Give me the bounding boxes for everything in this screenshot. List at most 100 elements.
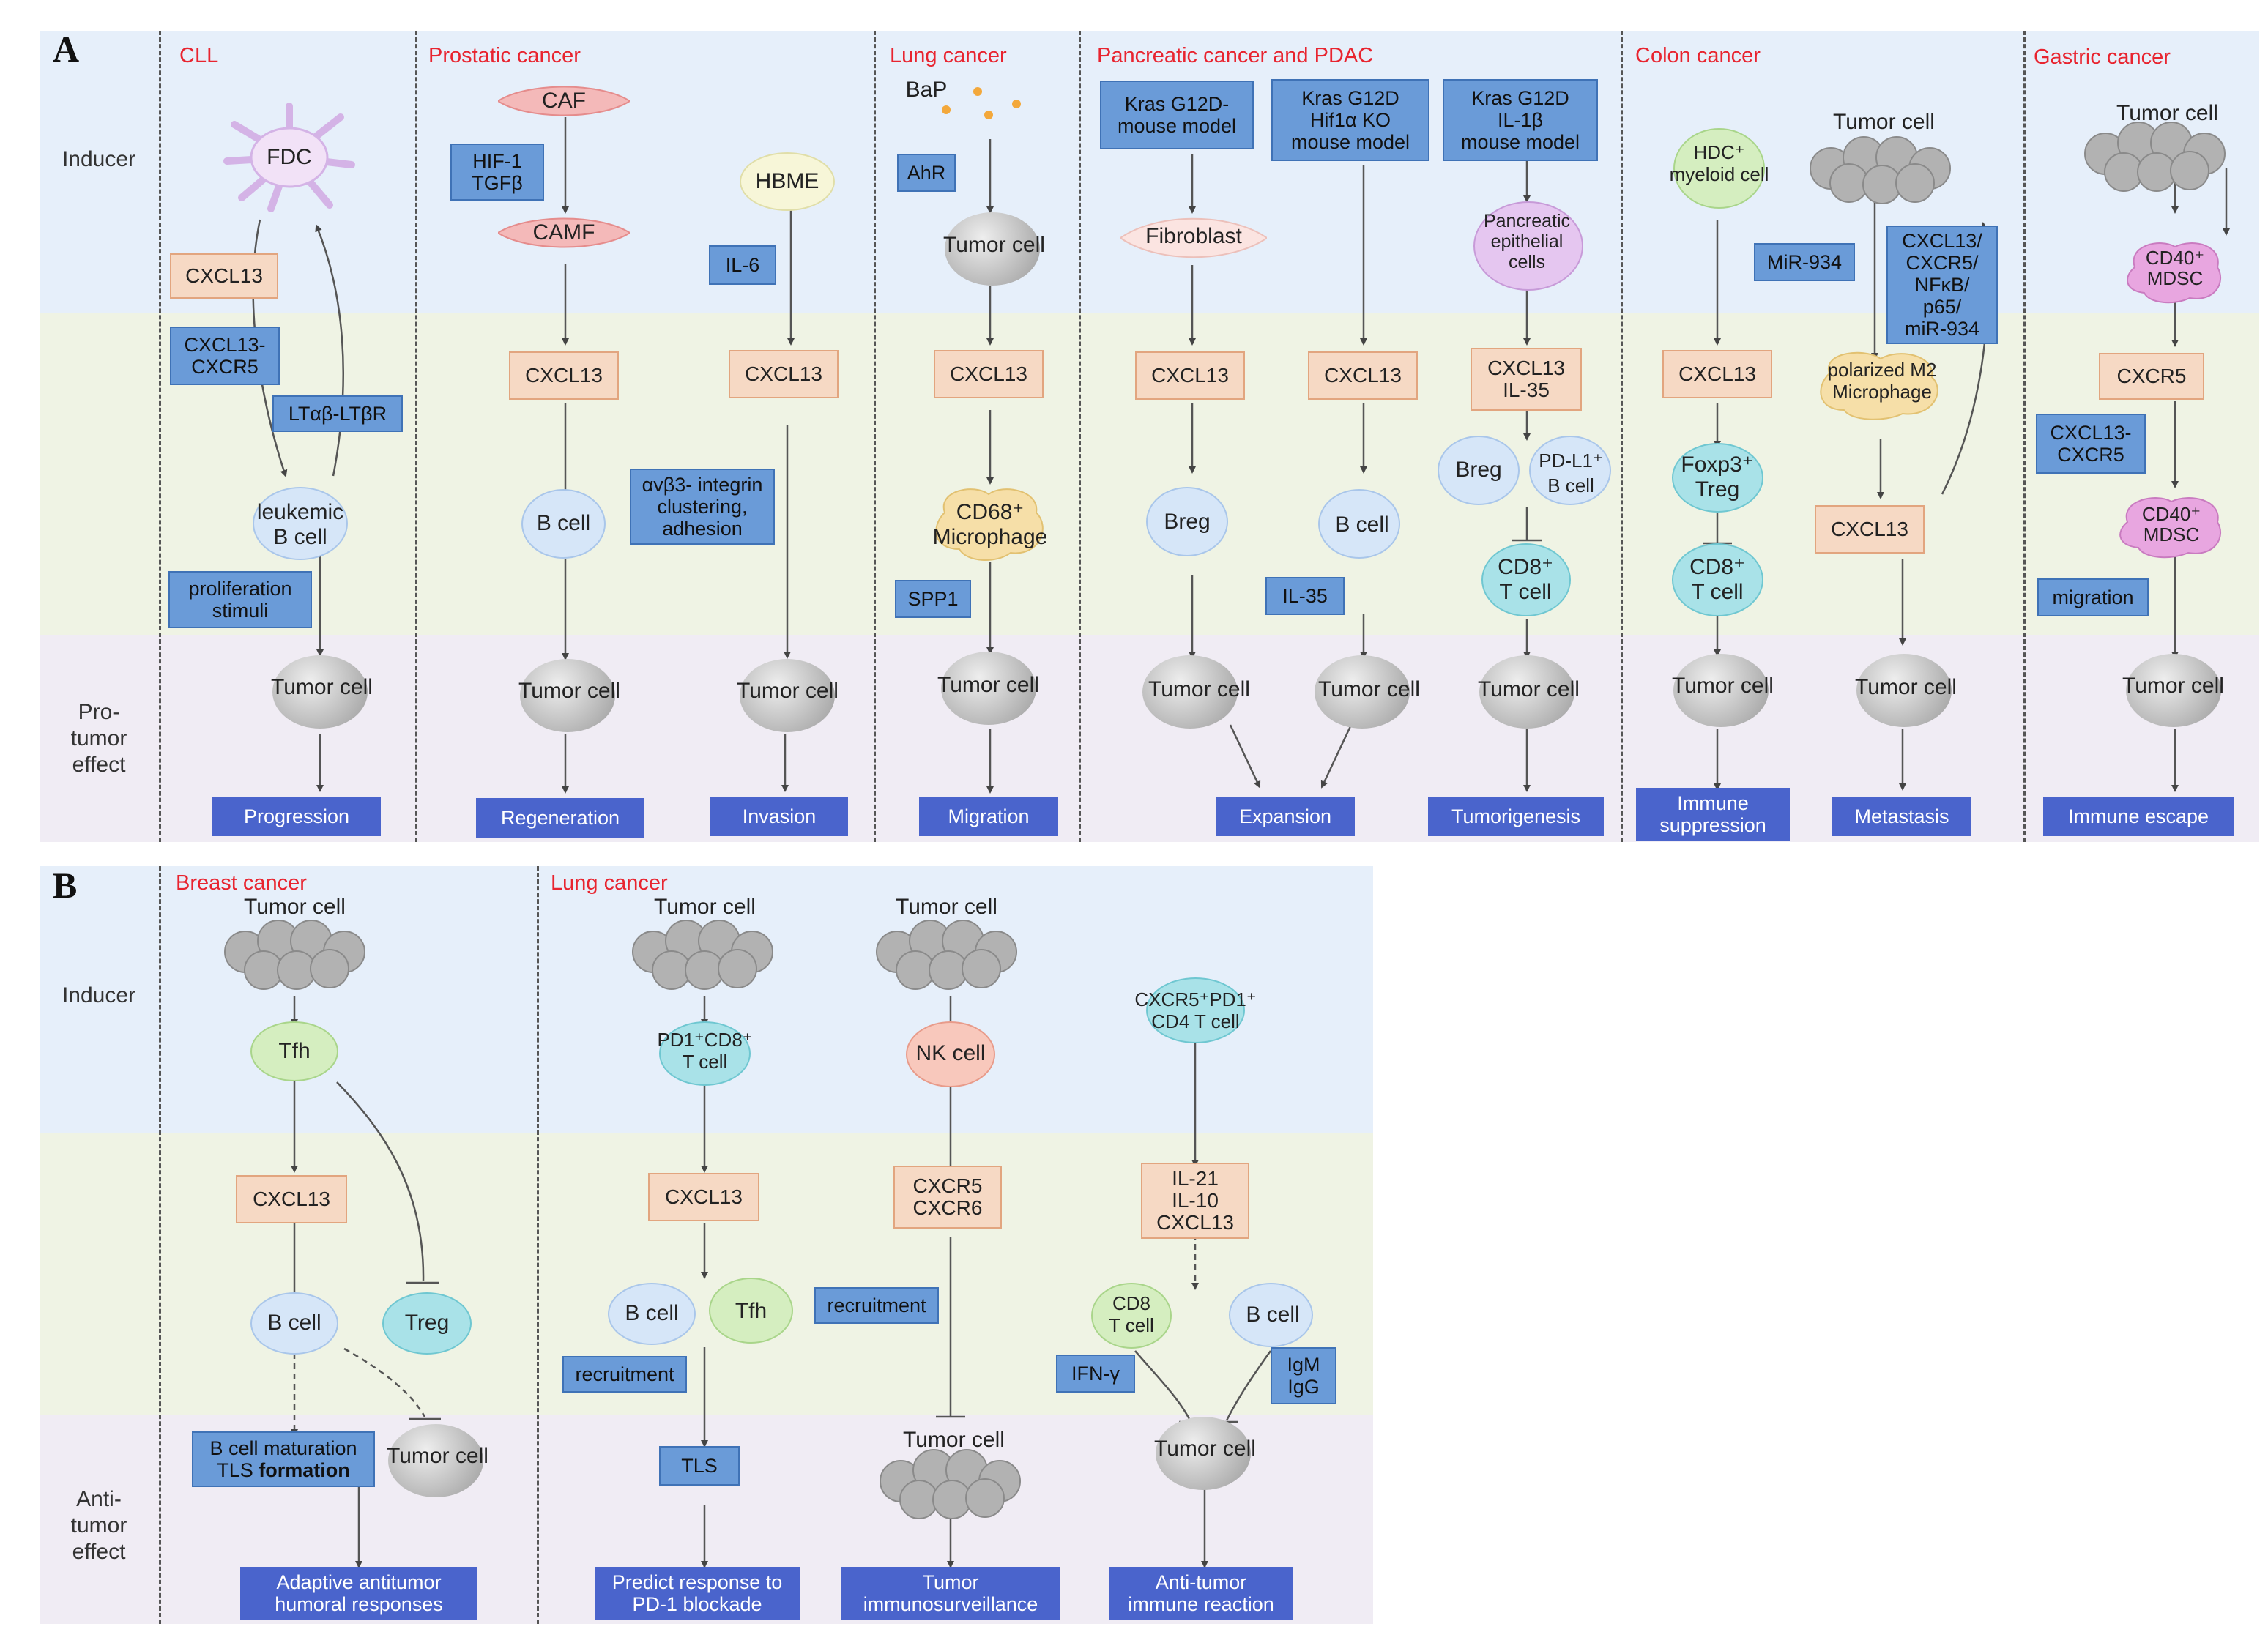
maturation-text: B cell maturation [209, 1437, 357, 1459]
ahr-box: AhR [897, 154, 956, 192]
pd1-cd8-label: PD1⁺CD8⁺ T cell [657, 1029, 753, 1073]
b-cell [1229, 1283, 1313, 1347]
outcome-progression: Progression [212, 797, 381, 836]
tumor-label: Tumor cell [943, 233, 1045, 257]
cd8-label: CD8 T cell [1109, 1292, 1154, 1336]
cd8-label: CD8⁺ T cell [1689, 555, 1745, 604]
b-cell [521, 489, 606, 559]
tumor-label: Tumor cell [1672, 674, 1774, 698]
outcome-invasion: Invasion [710, 797, 848, 836]
b-cell-label: B cell [267, 1311, 321, 1335]
tumor-cluster [631, 919, 778, 992]
formation-bold: formation [259, 1459, 350, 1481]
macrophage-cell [930, 483, 1051, 562]
cxcl13-il35-box: CXCL13 IL-35 [1471, 348, 1582, 411]
caf-label: CAF [542, 89, 586, 113]
cxcr5-cxcr6-box: CXCR5 CXCR6 [893, 1166, 1002, 1229]
tls-box: TLS [659, 1446, 740, 1486]
foxp3-treg-cell [1672, 443, 1763, 513]
m2-macrophage [1815, 348, 1947, 421]
spp1-box: SPP1 [895, 580, 971, 618]
tumor-label: Tumor cell [1318, 677, 1420, 701]
cxcr5-pd1-label: CXCR5⁺PD1⁺ CD4 T cell [1134, 988, 1257, 1032]
tumor-label: Tumor cell [937, 673, 1039, 697]
hif-box: HIF-1 TGFβ [450, 144, 544, 201]
cxcr5-pd1-cd4-cell [1146, 977, 1245, 1043]
cxcl13-box: CXCL13 [648, 1173, 759, 1221]
nk-cell [906, 1021, 995, 1087]
tumor-cell [1856, 654, 1952, 727]
panel-a-letter: A [53, 29, 80, 70]
pdl1-b-cell [1529, 436, 1611, 505]
b-cell [608, 1283, 696, 1345]
cxcl13-box: CXCL13 [236, 1175, 347, 1223]
cancer-heading-lung: Lung cancer [890, 44, 1007, 67]
hdc-myeloid-cell [1673, 128, 1765, 209]
camf-label: CAMF [532, 220, 595, 245]
tumor-label: Tumor cell [518, 679, 620, 703]
row-label-effect: Anti- tumor effect [70, 1487, 127, 1564]
treg-label: Treg [404, 1311, 450, 1335]
cd8-t-cell [1672, 543, 1763, 616]
cxcl13-box: CXCL13 [1662, 350, 1772, 398]
tumor-cell [1142, 655, 1238, 729]
pancreatic-epithelial-label: Pancreatic epithelial cells [1483, 211, 1571, 272]
row-label-inducer: Inducer [62, 147, 136, 171]
separator [537, 866, 539, 1624]
kras-hif-model-box: Kras G12D Hif1α KO mouse model [1271, 79, 1429, 161]
leukemic-label: leukemic B cell [256, 500, 344, 549]
tumor-cell [388, 1424, 483, 1497]
breg-cell [1438, 436, 1520, 505]
hbme-label: HBME [755, 169, 819, 193]
il35-box: IL-35 [1265, 577, 1345, 615]
igm-igg-box: IgM IgG [1271, 1347, 1336, 1404]
tumor-label: Tumor cell [654, 895, 756, 919]
tumor-cell [1673, 654, 1769, 727]
breg-label: Breg [1455, 458, 1502, 482]
pdl1-b-cell-label: PD-L1⁺ B cell [1539, 450, 1603, 496]
cd8-t-cell [1091, 1283, 1172, 1349]
treg-cell [382, 1292, 472, 1355]
cancer-heading-breast: Breast cancer [176, 871, 307, 895]
il6-box: IL-6 [709, 245, 776, 285]
breg-label: Breg [1164, 510, 1211, 534]
tumor-label: Tumor cell [896, 895, 997, 919]
tumor-label: Tumor cell [2116, 101, 2218, 125]
tumor-label: Tumor cell [244, 895, 346, 919]
separator [159, 31, 161, 842]
pathway-box: CXCL13/ CXCR5/ NFκB/ p65/ miR-934 [1886, 226, 1998, 344]
tumor-label: Tumor cell [1154, 1437, 1256, 1461]
separator [1079, 31, 1081, 842]
fdc-cell [220, 103, 359, 212]
kras-il1b-model-box: Kras G12D IL-1β mouse model [1443, 79, 1598, 161]
tumor-cell [1156, 1417, 1251, 1490]
mdsc-cell [2124, 238, 2226, 304]
b-cell-label: B cell [625, 1301, 679, 1325]
pd1-cd8-t-cell [659, 1021, 751, 1086]
bap-label: BaP [905, 78, 948, 102]
outcome-immune-suppression: Immune suppression [1636, 788, 1790, 841]
kras-model-box: Kras G12D- mouse model [1100, 81, 1254, 149]
cxcl13-box: CXCL13 [170, 253, 278, 299]
cancer-heading-cll: CLL [179, 44, 219, 67]
tumor-cluster [1809, 132, 1955, 205]
outcome-metastasis: Metastasis [1832, 797, 1971, 836]
fibroblast-label: Fibroblast [1145, 224, 1242, 248]
separator [1621, 31, 1623, 842]
tumor-cell [1315, 655, 1410, 729]
outcome-predict-response: Predict response to PD-1 blockade [595, 1567, 800, 1620]
row-label-effect: Pro- tumor effect [70, 700, 127, 777]
cxcl13-box: CXCL13 [1815, 505, 1925, 554]
outcome-migration: Migration [919, 797, 1058, 836]
migration-box: migration [2037, 578, 2149, 616]
outcome-immune-escape: Immune escape [2043, 797, 2234, 836]
cancer-heading-prostatic: Prostatic cancer [428, 44, 581, 67]
tumor-cluster [879, 1448, 1025, 1521]
outcome-adaptive: Adaptive antitumor humoral responses [240, 1567, 477, 1620]
row-label-inducer: Inducer [62, 983, 136, 1007]
cxcr5-box: CXCR5 [2099, 353, 2204, 400]
tumor-cell [941, 652, 1036, 725]
b-cell [250, 1292, 338, 1355]
cancer-heading-gastric: Gastric cancer [2034, 45, 2171, 69]
cancer-heading-colon: Colon cancer [1635, 44, 1761, 67]
